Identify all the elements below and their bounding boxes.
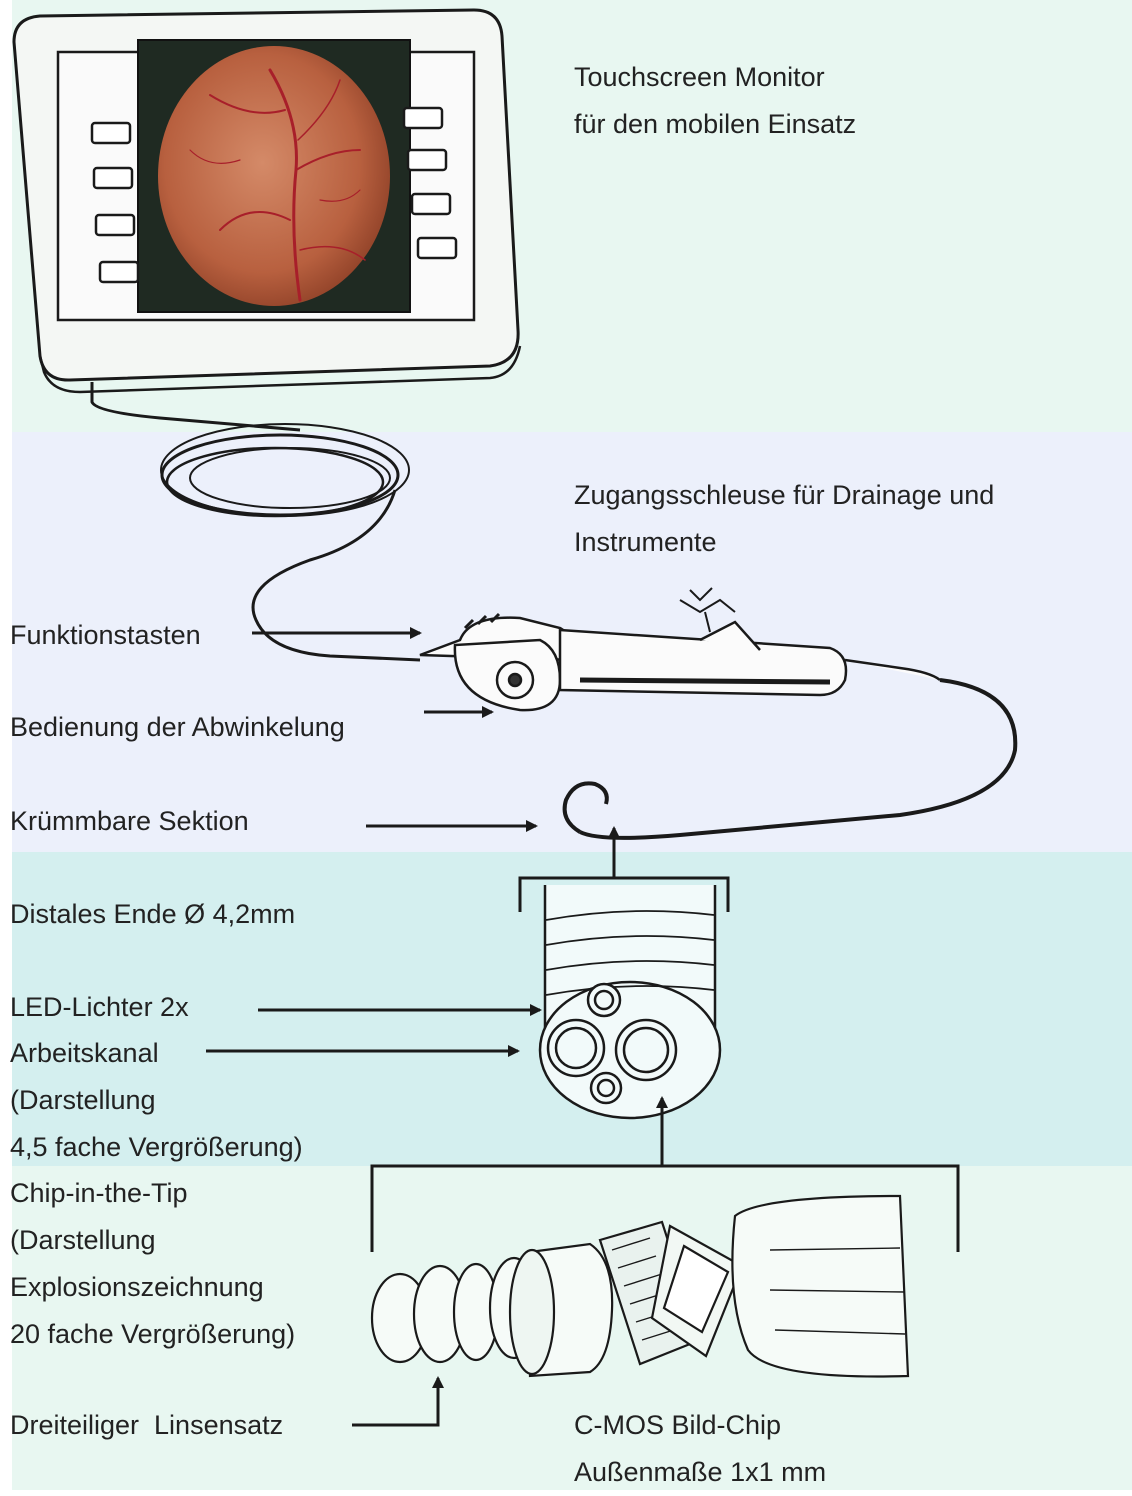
lens-label: Dreiteiliger Linsensatz	[10, 1402, 283, 1449]
cmos-label: C-MOS Bild-Chip Außenmaße 1x1 mm	[574, 1402, 826, 1496]
chip-label-line-4: 20 fache Vergrößerung)	[10, 1311, 295, 1358]
monitor-label: Touchscreen Monitor für den mobilen Eins…	[574, 54, 856, 148]
port-label: Zugangsschleuse für Drainage und Instrum…	[574, 472, 994, 566]
channel-label: Arbeitskanal (Darstellung 4,5 fache Verg…	[10, 1030, 303, 1171]
arrow-lens	[352, 1378, 438, 1425]
handpiece-illustration	[420, 614, 940, 710]
angulation-label: Bedienung der Abwinkelung	[10, 704, 345, 751]
chip-label-line-2: (Darstellung	[10, 1217, 295, 1264]
insertion-tube	[565, 680, 1016, 838]
distal-end-illustration	[540, 885, 720, 1118]
monitor-label-line-2: für den mobilen Einsatz	[574, 101, 856, 148]
chip-label-line-1: Chip-in-the-Tip	[10, 1170, 295, 1217]
monitor-label-line-1: Touchscreen Monitor	[574, 54, 856, 101]
cmos-label-line-1: C-MOS Bild-Chip	[574, 1402, 826, 1449]
chip-exploded-illustration	[372, 1196, 908, 1376]
cmos-label-line-2: Außenmaße 1x1 mm	[574, 1449, 826, 1496]
channel-label-line-1: Arbeitskanal	[10, 1030, 303, 1077]
channel-label-line-3: 4,5 fache Vergrößerung)	[10, 1124, 303, 1171]
led-label: LED-Lichter 2x	[10, 984, 189, 1031]
function-keys-label: Funktionstasten	[10, 612, 201, 659]
channel-label-line-2: (Darstellung	[10, 1077, 303, 1124]
port-label-line-2: Instrumente	[574, 519, 994, 566]
bendable-section-label: Krümmbare Sektion	[10, 798, 249, 845]
chip-label: Chip-in-the-Tip (Darstellung Explosionsz…	[10, 1170, 295, 1358]
port-label-line-1: Zugangsschleuse für Drainage und	[574, 472, 994, 519]
retina-image	[158, 46, 390, 306]
distal-end-label: Distales Ende Ø 4,2mm	[10, 891, 295, 938]
chip-label-line-3: Explosionszeichnung	[10, 1264, 295, 1311]
